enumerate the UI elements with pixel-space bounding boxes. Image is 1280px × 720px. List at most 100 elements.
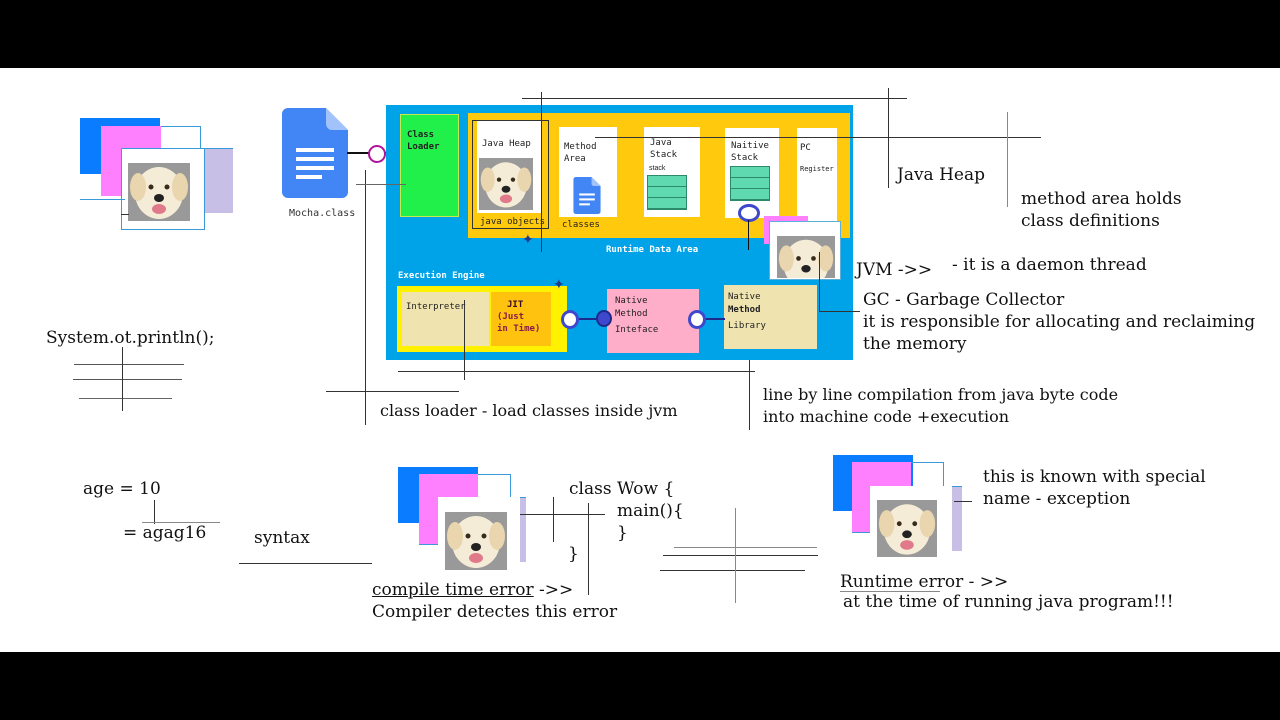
interpreter-note-1: line by line compilation from java byte …	[763, 385, 1119, 404]
gc-desc-note-1: it is responsible for allocating and rec…	[863, 312, 1256, 332]
interpreter-pointer-line	[464, 300, 465, 380]
daemon-note: - it is a daemon thread	[952, 255, 1147, 275]
java-heap-note: Java Heap	[897, 165, 985, 185]
exception-note-1: this is known with special	[983, 467, 1206, 487]
method-area-note-2: class definitions	[1021, 211, 1160, 231]
guide-line	[674, 547, 817, 548]
jit-label: JIT	[507, 300, 524, 310]
dog-face-icon	[777, 236, 835, 278]
jit-label-2: (Just	[497, 312, 525, 322]
tick	[121, 214, 129, 215]
runtime-data-area-label: Runtime Data Area	[606, 245, 699, 255]
agag-note: = agag16	[123, 523, 207, 543]
underline	[840, 591, 940, 592]
java-objects-label: java objects	[480, 217, 546, 227]
gc-pointer-cluster	[764, 216, 844, 280]
dog-photo	[877, 500, 937, 557]
nml-label-1: Native	[728, 292, 761, 302]
gc-dog-photo	[777, 236, 835, 278]
nmi-label-2: Method	[615, 309, 648, 319]
guide-line	[1007, 112, 1008, 207]
native-stack-label: Naitive Stack	[731, 141, 769, 163]
blue-line	[80, 199, 125, 200]
gc-desc-note-2: the memory	[863, 334, 967, 354]
native-method-interface-box: Native Method Inteface	[607, 289, 699, 353]
class-file-icon	[282, 108, 350, 198]
pc-label: PC	[800, 143, 811, 153]
method-area-pointer-line	[595, 137, 1041, 138]
compile-error-arrow: ->>	[533, 580, 574, 600]
jvm-note: JVM ->>	[856, 260, 933, 280]
interpreter-note-2: into machine code +execution	[763, 407, 1010, 426]
execution-engine-box: Interpreter JIT (Just in Time)	[397, 286, 567, 352]
classes-label: classes	[562, 220, 600, 230]
connector-arrow-icon	[688, 310, 706, 329]
pointer-cluster-top-left	[80, 118, 240, 230]
dog-photo	[445, 512, 507, 570]
guide-line	[73, 379, 182, 380]
compile-error-title: compile time error	[372, 580, 534, 600]
java-heap-region: Java Heap	[477, 121, 541, 213]
native-stack-region: Naitive Stack	[725, 128, 779, 218]
guide-line	[735, 508, 736, 603]
guide-line	[356, 184, 406, 185]
bottom-letterbox	[0, 652, 1280, 720]
method-area-label: Method Area	[564, 142, 597, 164]
java-stack-region: Java Stack stack	[644, 127, 700, 217]
register-label: Register	[800, 165, 834, 173]
gc-link-line	[748, 220, 749, 250]
class-loader-note: class loader - load classes inside jvm	[380, 401, 678, 420]
nml-label-2: Method	[728, 305, 761, 315]
class-doc-icon	[573, 177, 601, 214]
connector-arrow-icon	[561, 310, 579, 329]
java-heap-label: Java Heap	[482, 139, 531, 149]
exception-note-2: name - exception	[983, 489, 1131, 509]
dog-face-icon	[445, 512, 507, 570]
jit-box: JIT (Just in Time)	[491, 292, 551, 346]
native-method-library-box: Native Method Library	[724, 285, 817, 349]
top-letterbox	[0, 0, 1280, 68]
java-stack-label: Java Stack	[650, 138, 678, 160]
heap-dog-photo	[479, 158, 533, 210]
guide-line	[398, 371, 755, 372]
method-area-note-1: method area holds	[1021, 189, 1182, 209]
sparkle-icon: ✦	[553, 277, 565, 293]
runtime-error-desc: at the time of running java program!!!	[843, 592, 1174, 612]
dog-face-icon	[877, 500, 937, 557]
interpreter-box: Interpreter	[402, 292, 489, 346]
library-connector-line	[698, 318, 725, 320]
class-loader-pointer-line	[365, 170, 366, 425]
guide-line	[79, 398, 172, 399]
jit-label-3: in Time)	[497, 324, 541, 334]
interpreter-note-line	[749, 360, 750, 430]
java-stack-frames	[647, 175, 687, 210]
guide-line	[154, 500, 155, 524]
guide-line	[122, 347, 123, 411]
execution-engine-label: Execution Engine	[398, 271, 485, 281]
syntax-note: syntax	[254, 528, 310, 548]
sparkle-icon: ✦	[522, 232, 534, 248]
compile-error-cluster	[398, 467, 538, 583]
gc-arrow-icon	[738, 204, 760, 222]
compile-error-desc: Compiler detectes this error	[372, 602, 618, 622]
guide-line	[553, 497, 554, 542]
heap-highlight-frame	[472, 120, 549, 229]
compile-error-heading: compile time error ->>	[372, 579, 573, 601]
class-loader-box: Class Loader	[400, 114, 459, 217]
code-line-2: main(){	[617, 501, 684, 521]
guide-line	[520, 514, 605, 515]
guide-line	[888, 88, 889, 188]
code-line-4: }	[568, 544, 579, 564]
native-stack-frames	[730, 166, 770, 201]
nmi-label-1: Native	[615, 296, 648, 306]
heap-pointer-line	[541, 92, 542, 252]
class-file-label: Mocha.class	[289, 208, 356, 219]
stack-sublabel: stack	[649, 165, 666, 172]
google-doc-icon	[282, 108, 348, 198]
jvm-block: Class Loader Java Heap java objects	[386, 105, 853, 360]
age-note: age = 10	[83, 479, 161, 499]
nml-label-3: Library	[728, 321, 766, 331]
guide-line	[142, 522, 220, 523]
guide-line	[239, 563, 372, 564]
guide-line	[660, 570, 805, 571]
